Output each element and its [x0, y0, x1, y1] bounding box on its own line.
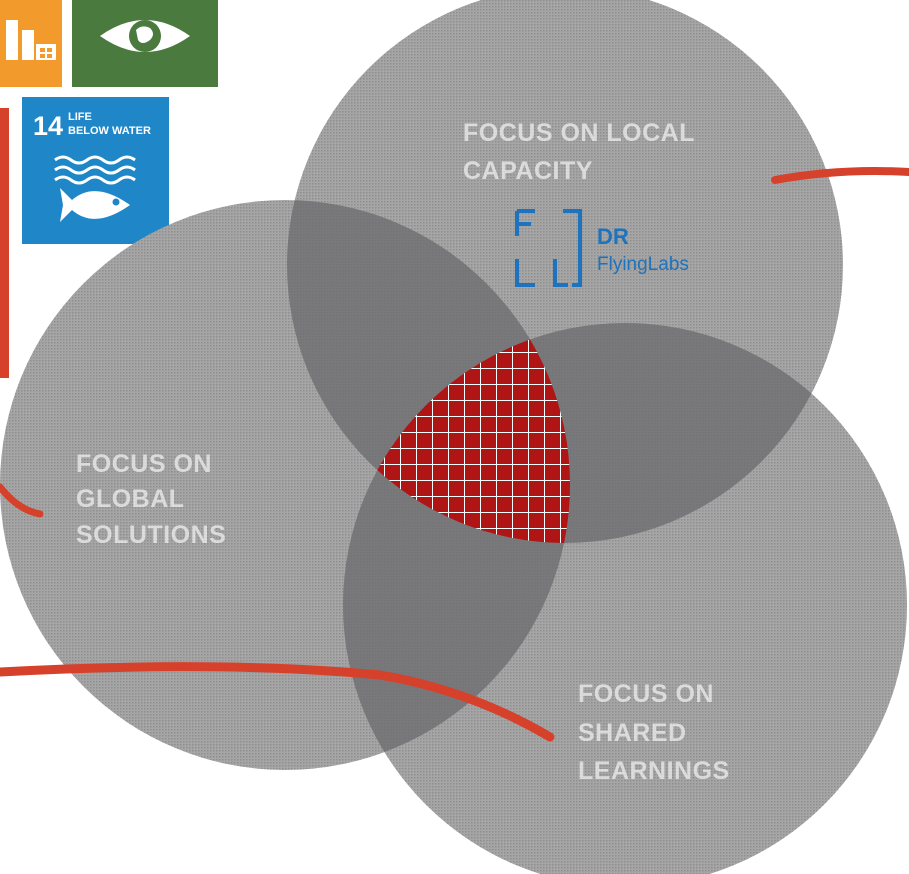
logo-text-flyinglabs: FlyingLabs — [597, 254, 689, 275]
logo-f-mark — [515, 209, 535, 236]
label-shared-line2: SHARED — [578, 719, 687, 747]
connector-line-right — [771, 167, 909, 184]
label-local-line2: CAPACITY — [463, 157, 593, 185]
label-global-line2: GLOBAL — [76, 485, 185, 513]
dr-flyinglabs-logo: DR FlyingLabs — [515, 209, 689, 287]
label-global-line1: FOCUS ON — [76, 450, 212, 478]
label-global-line3: SOLUTIONS — [76, 521, 226, 549]
sdg-goal-15-tile — [72, 0, 218, 87]
waves-icon — [54, 155, 136, 185]
logo-text-dr: DR — [597, 224, 629, 249]
logo-l2-mark — [553, 259, 568, 287]
overlap-local-global — [287, 200, 570, 543]
sdg-14-title-line1: LIFE — [68, 111, 92, 123]
sdg-14-title-line2: BELOW WATER — [68, 125, 151, 137]
logo-l-mark — [515, 259, 535, 287]
connector-line-left — [0, 483, 44, 518]
center-overlap — [343, 323, 570, 543]
left-accent-bar — [0, 108, 9, 378]
sdg-goal-14-tile: 14 LIFE BELOW WATER — [22, 97, 169, 244]
logo-bracket-mark — [563, 209, 582, 287]
sdg-goal-11-tile — [0, 0, 62, 87]
fish-icon — [60, 188, 130, 222]
label-local-line1: FOCUS ON LOCAL — [463, 119, 695, 147]
label-shared-line3: LEARNINGS — [578, 757, 730, 785]
connector-line-bottom — [0, 662, 555, 742]
sdg-14-number: 14 — [33, 111, 63, 141]
label-shared-line1: FOCUS ON — [578, 680, 714, 708]
